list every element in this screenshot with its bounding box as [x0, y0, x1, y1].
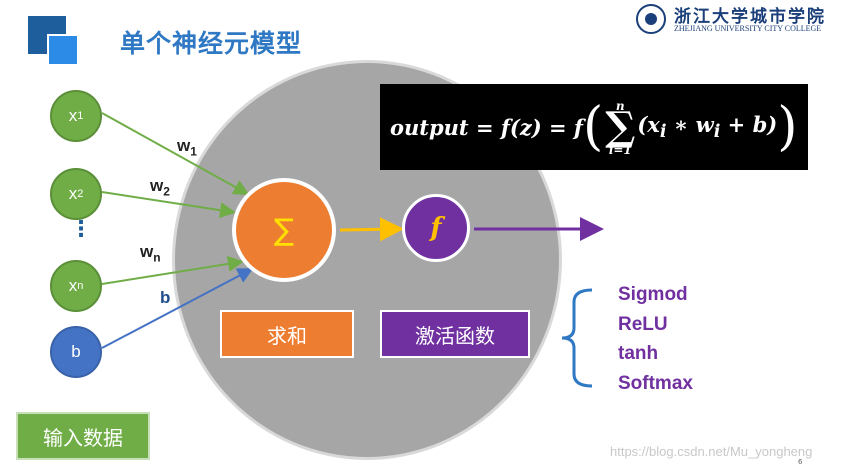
ellipsis-dots: ⋮ — [70, 217, 92, 242]
formula-open-paren: ( — [582, 97, 604, 157]
activation-label-box: 激活函数 — [380, 310, 530, 358]
page-number: 6 — [798, 458, 803, 466]
summation-icon: ∑ — [273, 212, 295, 248]
summation-label-box: 求和 — [220, 310, 354, 358]
header-square-blue — [47, 34, 79, 66]
watermark-text: https://blog.csdn.net/Mu_yongheng — [610, 444, 813, 459]
sum-upper-limit: n — [615, 99, 625, 113]
sigma-symbol: ∑ — [605, 103, 636, 150]
edge-x1 — [101, 112, 250, 195]
university-emblem-icon — [636, 4, 666, 34]
weight-label-w2: w2 — [150, 176, 170, 199]
activation-node: f — [402, 194, 470, 262]
bias-node: b — [50, 326, 102, 378]
formula-lhs: output = f(z) = f — [390, 114, 583, 140]
slide-title: 单个神经元模型 — [120, 29, 303, 58]
activation-function-list: Sigmod ReLU tanh Softmax — [618, 280, 693, 398]
summation-node: ∑ — [232, 178, 336, 282]
activation-item-relu: ReLU — [618, 313, 668, 335]
edge-xn — [101, 255, 244, 285]
logo-chinese-name: 浙江大学城市学院 — [674, 7, 826, 27]
formula-summation: n ∑ i=1 — [605, 99, 636, 157]
formula-close-paren: ) — [777, 97, 798, 157]
university-logo: 浙江大学城市学院 ZHEJIANG UNIVERSITY CITY COLLEG… — [636, 2, 858, 40]
activation-brace — [561, 288, 593, 388]
logo-english-name: ZHEJIANG UNIVERSITY CITY COLLEGE — [674, 24, 822, 33]
activation-item-tanh: tanh — [618, 343, 659, 364]
input-data-label: 输入数据 — [16, 412, 150, 460]
weight-label-w1: w1 — [177, 136, 197, 159]
formula-body: (xi ∗ wi + b) — [637, 111, 778, 143]
edge-sum-to-f — [339, 217, 404, 242]
weight-label-wn: wn — [140, 242, 161, 265]
activation-item-sigmod: Sigmod — [618, 284, 688, 305]
edge-b — [101, 268, 254, 349]
edge-x2 — [101, 191, 236, 219]
activation-item-softmax: Softmax — [618, 372, 693, 394]
activation-symbol: f — [430, 213, 442, 243]
bias-label: b — [160, 288, 171, 307]
output-formula: output = f(z) = f ( n ∑ i=1 (xi ∗ wi + b… — [380, 84, 808, 170]
sum-lower-limit: i=1 — [608, 143, 632, 157]
